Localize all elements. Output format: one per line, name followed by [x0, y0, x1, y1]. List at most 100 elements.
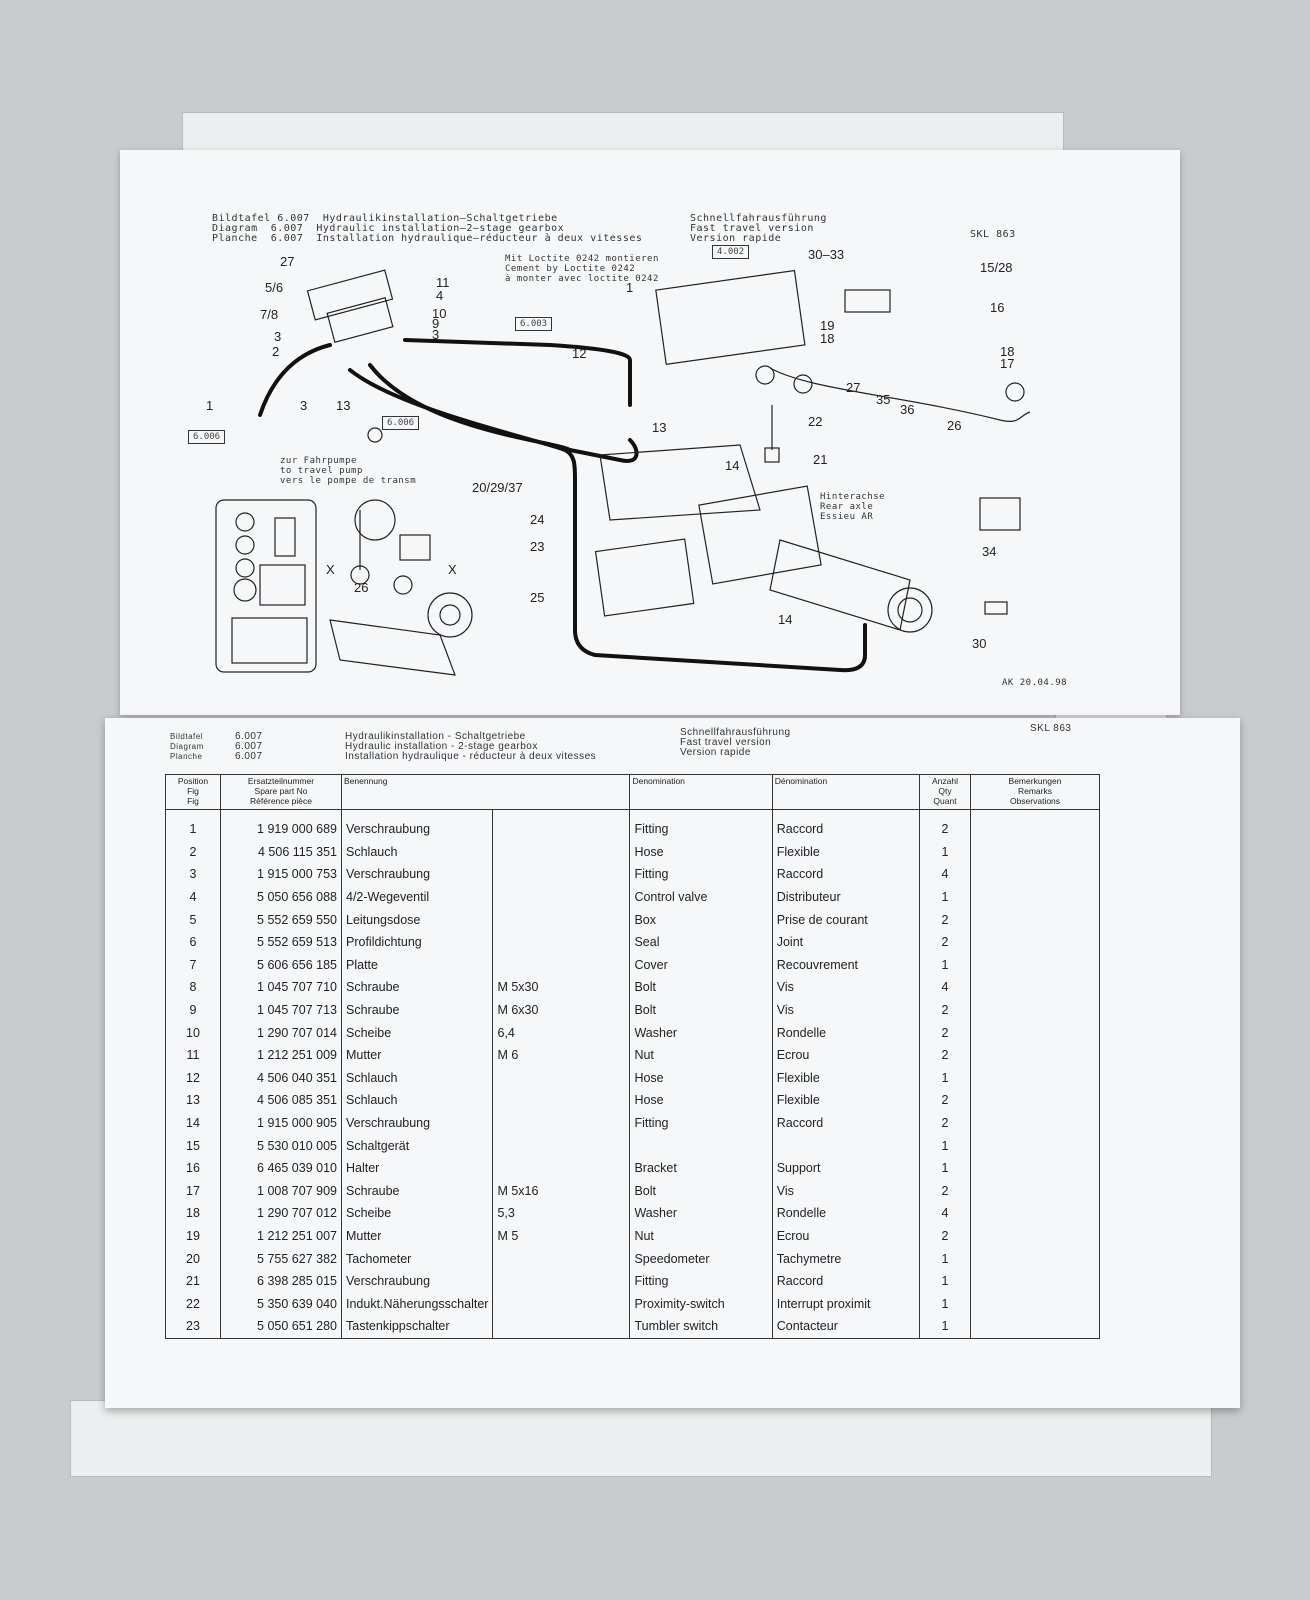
note-line: zur Fahrpumpe [280, 456, 357, 466]
cell-size [492, 1066, 631, 1090]
cell-benennung: 4/2-Wegeventil [340, 885, 494, 909]
cell-position: 9 [165, 998, 221, 1022]
callout: 30–33 [808, 247, 845, 262]
hdr-label: Diagram [170, 742, 204, 751]
cell-position: 6 [165, 930, 221, 954]
cell-benennung: Schraube [340, 976, 494, 999]
cell-size [492, 1292, 631, 1316]
callout: 3 [300, 398, 308, 413]
cell-remarks [970, 1179, 1100, 1203]
hdr-label: Bildtafel [212, 213, 271, 224]
cell-benennung: Schraube [340, 1179, 494, 1203]
cell-denomination-en: Nut [629, 1043, 773, 1067]
cell-denomination-fr [771, 1134, 921, 1157]
loctite-note: Mit Loctite 0242 montieren Cement by Loc… [505, 254, 659, 284]
cell-size [492, 908, 631, 931]
hdr-title: Hydraulic installation–2–stage gearbox [316, 223, 565, 234]
callout: 18 [1000, 344, 1015, 359]
hose-13 [368, 363, 639, 463]
cell-denomination-en: Speedometer [629, 1247, 773, 1270]
cell-denomination-en: Bolt [629, 976, 773, 999]
note-line: Rear axle [820, 502, 874, 512]
cell-part-number: 1 045 707 713 [220, 998, 342, 1022]
callout: 16 [990, 300, 1005, 315]
callout: 21 [813, 452, 828, 467]
cell-size [492, 1111, 631, 1135]
cell-size [492, 1247, 631, 1270]
cell-qty: 2 [919, 930, 971, 954]
cell-remarks [970, 885, 1100, 909]
cell-denomination-fr: Prise de courant [771, 908, 921, 931]
callout: 36 [900, 402, 915, 417]
cell-size: M 6x30 [492, 998, 631, 1022]
cell-remarks [970, 1134, 1100, 1157]
cell-part-number: 5 755 627 382 [220, 1247, 342, 1270]
hdr-title: Installation hydraulique - réducteur à d… [345, 751, 597, 762]
cell-denomination-fr: Flexible [771, 1066, 921, 1090]
cell-benennung: Indukt.Näherungsschalter [340, 1292, 494, 1316]
hdr-number: 6.007 [235, 751, 263, 762]
cell-benennung: Scheibe [340, 1021, 494, 1044]
cell-qty: 2 [919, 908, 971, 931]
callout: X [326, 562, 335, 577]
callout: 13 [336, 398, 351, 413]
cell-denomination-en [629, 1134, 773, 1157]
note-line: à monter avec loctite 0242 [505, 274, 659, 284]
cell-qty: 2 [919, 1021, 971, 1044]
ref-box: 4.002 [712, 245, 750, 259]
cell-denomination-fr: Interrupt proximit [771, 1292, 921, 1316]
cell-position: 1 [165, 809, 221, 841]
cell-position: 14 [165, 1111, 221, 1135]
cell-denomination-fr: Ecrou [771, 1043, 921, 1067]
cell-benennung: Schlauch [340, 1066, 494, 1090]
cell-part-number: 5 606 656 185 [220, 953, 342, 977]
cell-size [492, 1315, 631, 1339]
cell-denomination-en: Bolt [629, 1179, 773, 1203]
cell-part-number: 5 552 659 550 [220, 908, 342, 931]
cell-position: 11 [165, 1043, 221, 1067]
cell-remarks [970, 1021, 1100, 1044]
callout: 14 [778, 612, 793, 627]
hdr-right-line: Version rapide [690, 233, 782, 244]
ref-box: 6.003 [515, 317, 553, 331]
cell-position: 17 [165, 1179, 221, 1203]
cell-part-number: 1 915 000 905 [220, 1111, 342, 1135]
cell-denomination-en: Control valve [629, 885, 773, 909]
cell-remarks [970, 930, 1100, 954]
cell-benennung: Tachometer [340, 1247, 494, 1270]
hdr-number: 6.007 [270, 223, 304, 234]
cell-part-number: 1 008 707 909 [220, 1179, 342, 1203]
cell-size [492, 885, 631, 909]
cell-part-number: 5 050 656 088 [220, 885, 342, 909]
cell-denomination-fr: Raccord [771, 1111, 921, 1135]
cell-remarks [970, 1247, 1100, 1270]
hdr-right-line: Schnellfahrausführung [690, 213, 827, 224]
cell-size [492, 1269, 631, 1293]
callout: 1 [206, 398, 214, 413]
cell-position: 10 [165, 1021, 221, 1044]
cell-part-number: 5 530 010 005 [220, 1134, 342, 1157]
cell-qty: 1 [919, 1315, 971, 1339]
cell-remarks [970, 1269, 1100, 1293]
hdr-label: Bildtafel [170, 732, 203, 741]
hdr-number: 6.007 [277, 213, 310, 224]
callout: 20/29/37 [472, 480, 523, 495]
cell-part-number: 1 919 000 689 [220, 809, 342, 841]
cell-denomination-fr: Joint [771, 930, 921, 954]
cell-denomination-en: Hose [629, 1066, 773, 1090]
cell-size: M 5 [492, 1224, 631, 1248]
